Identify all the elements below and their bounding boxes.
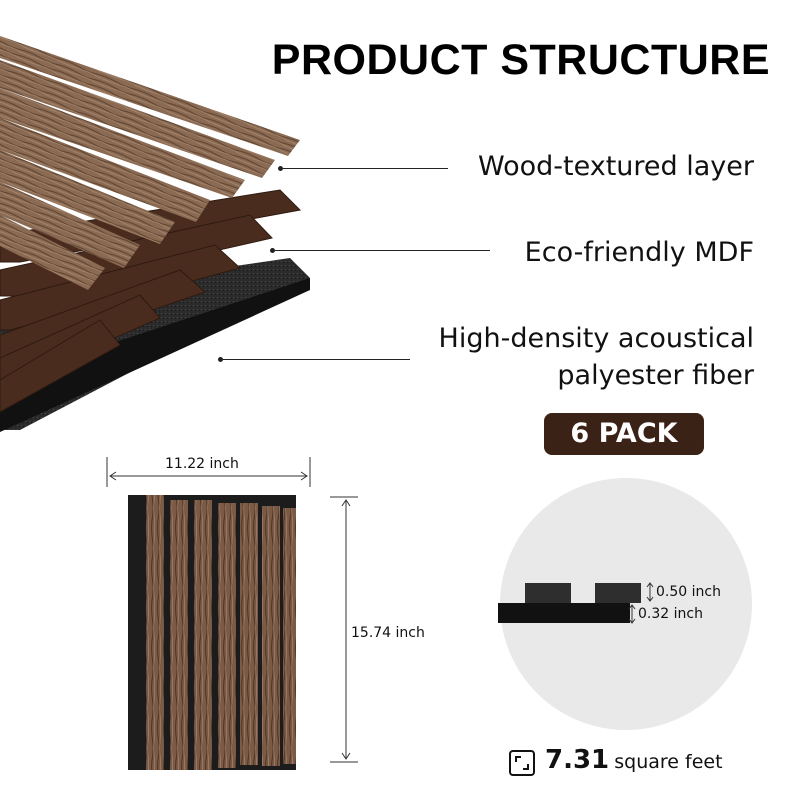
cross-section-detail xyxy=(498,478,752,730)
leader-line xyxy=(283,168,448,169)
coverage-value: 7.31 xyxy=(545,745,610,775)
height-dimension-line xyxy=(330,496,358,763)
leader-dot xyxy=(218,357,223,362)
coverage-area: 7.31 square feet xyxy=(545,745,723,775)
pack-badge: 6 PACK xyxy=(544,413,704,455)
coverage-unit: square feet xyxy=(614,751,723,773)
wood-veneer-strips xyxy=(0,36,300,290)
leader-line xyxy=(223,359,410,360)
label-eco-friendly-mdf: Eco-friendly MDF xyxy=(524,237,754,268)
leader-line xyxy=(275,250,490,251)
panel-front-view xyxy=(128,495,296,770)
height-label: 15.74 inch xyxy=(351,625,425,641)
area-icon xyxy=(509,750,535,776)
page-title: PRODUCT STRUCTURE xyxy=(271,36,770,84)
label-acoustical-fiber-line1: High-density acoustical xyxy=(438,323,754,354)
slat-depth-label: 0.50 inch xyxy=(656,584,721,600)
width-label: 11.22 inch xyxy=(165,456,239,472)
label-acoustical-fiber-line2: palyester fiber xyxy=(557,360,754,391)
label-wood-textured-layer: Wood-textured layer xyxy=(477,151,754,182)
base-thickness-label: 0.32 inch xyxy=(638,606,703,622)
leader-dot xyxy=(278,166,283,171)
leader-dot xyxy=(270,248,275,253)
width-dimension-line xyxy=(106,457,311,487)
